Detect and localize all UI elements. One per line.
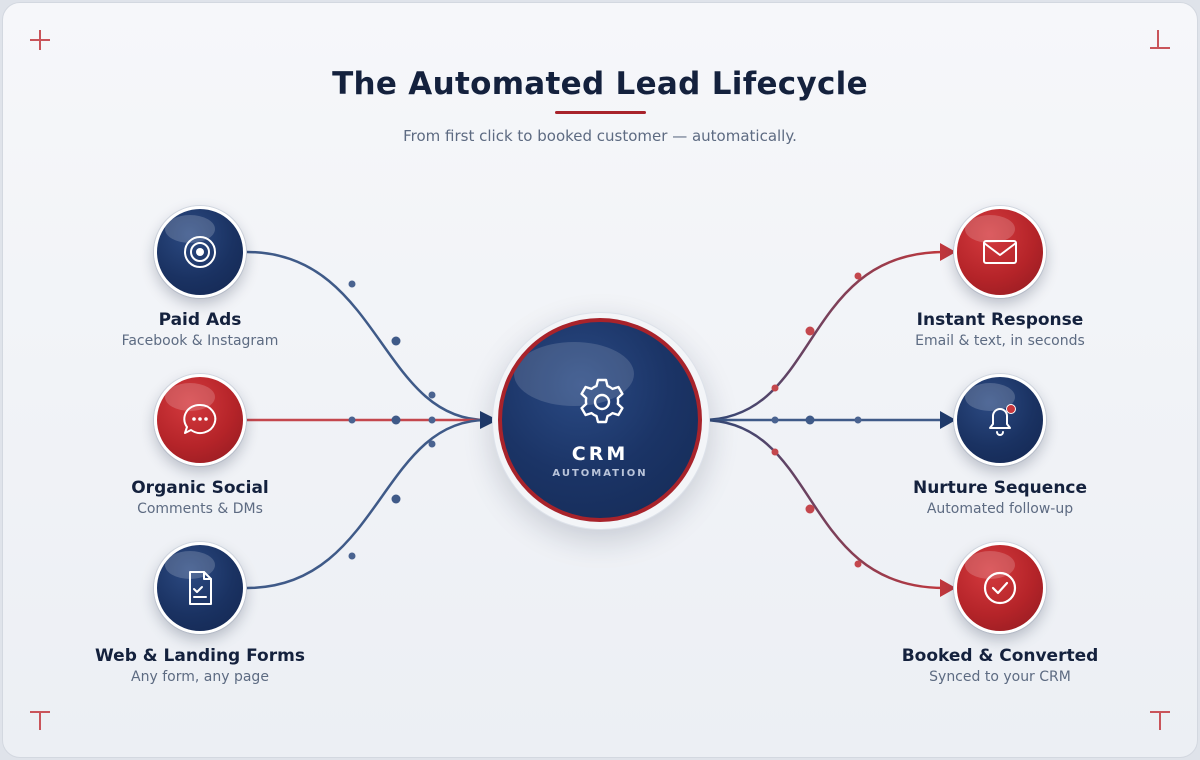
form-document-icon: [189, 571, 212, 605]
hub-subtitle: AUTOMATION: [552, 468, 648, 479]
node-paid-ads: [154, 206, 246, 298]
hub-input-arrow: [480, 411, 498, 429]
connector-instant-response: [701, 250, 945, 422]
hub-title: CRM: [571, 443, 629, 465]
chat-bubble-icon: [183, 403, 217, 434]
label-organic-social: Organic Social: [131, 478, 269, 498]
connector-dots: [348, 272, 862, 568]
corner-mark-bottom-left: [30, 711, 50, 730]
sublabel-booked-converted: Synced to your CRM: [929, 669, 1071, 685]
connector-booked: [701, 418, 945, 590]
label-paid-ads: Paid Ads: [158, 310, 242, 330]
bell-icon: [989, 404, 1016, 436]
sublabel-web-forms: Any form, any page: [131, 669, 269, 685]
sublabel-organic-social: Comments & DMs: [137, 501, 263, 517]
title-underline: [555, 111, 646, 114]
node-organic-social: [154, 374, 246, 466]
label-booked-converted: Booked & Converted: [901, 646, 1099, 666]
node-web-forms: [154, 542, 246, 634]
check-circle-icon: [983, 571, 1017, 605]
node-nurture-sequence: [954, 374, 1046, 466]
node-instant-response: [954, 206, 1046, 298]
envelope-icon: [983, 240, 1017, 264]
gear-icon: [580, 378, 624, 424]
connector-web-forms: [246, 418, 487, 590]
node-booked-converted: [954, 542, 1046, 634]
arrow-nurture: [940, 411, 956, 429]
corner-mark-top-right: [1150, 30, 1170, 49]
label-nurture-sequence: Nurture Sequence: [912, 478, 1088, 498]
label-web-forms: Web & Landing Forms: [95, 646, 305, 666]
crm-automation-hub: CRM AUTOMATION: [498, 318, 702, 522]
target-icon: [184, 236, 216, 268]
label-instant-response: Instant Response: [916, 310, 1084, 330]
sublabel-paid-ads: Facebook & Instagram: [121, 333, 279, 349]
sublabel-nurture-sequence: Automated follow-up: [926, 501, 1074, 517]
corner-mark-bottom-right: [1150, 711, 1170, 730]
sublabel-instant-response: Email & text, in seconds: [915, 333, 1085, 349]
diagram-title: The Automated Lead Lifecycle: [332, 66, 868, 102]
diagram-subtitle: From first click to booked customer — au…: [403, 127, 797, 145]
connector-paid-ads: [246, 250, 487, 422]
arrow-instant-response: [940, 243, 956, 261]
corner-mark-top-left: [28, 28, 52, 52]
arrow-booked: [940, 579, 956, 597]
